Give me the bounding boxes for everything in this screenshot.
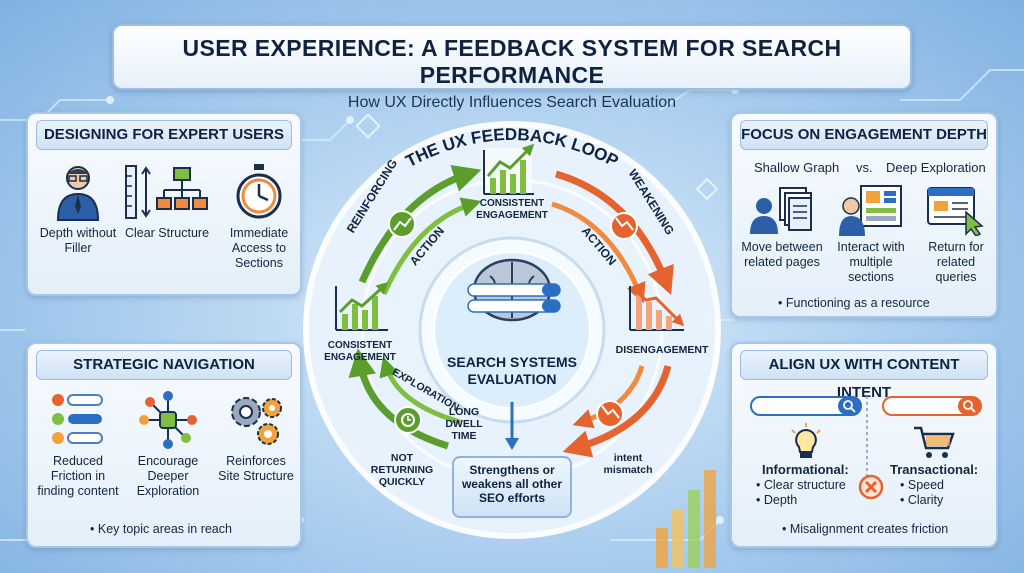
item-interact-sections: Interact with multiple sections <box>828 184 914 285</box>
dwell-label: LONG DWELL TIME <box>445 406 483 442</box>
search-bar-informational <box>750 396 862 416</box>
item-depth: Depth without Filler <box>36 162 120 256</box>
center-evaluation-label: SEARCH SYSTEMS EVALUATION <box>447 354 577 387</box>
item-deeper-exploration: Encourage Deeper Exploration <box>124 390 212 499</box>
feedback-loop-diagram: THE UX FEEDBACK LOOP <box>303 121 721 539</box>
item-return-queries: Return for related queries <box>916 184 996 285</box>
page-title: USER EXPERIENCE: A FEEDBACK SYSTEM FOR S… <box>182 35 842 88</box>
seo-callout: Strengthens or weakens all other SEO eff… <box>452 456 572 518</box>
informational-point: • Clear structure <box>756 478 846 492</box>
transactional-point: • Clarity <box>900 493 944 507</box>
not-returning-label: NOT RETURNING QUICKLY <box>370 452 434 488</box>
item-immediate-access: Immediate Access to Sections <box>220 162 298 271</box>
title-banner: USER EXPERIENCE: A FEEDBACK SYSTEM FOR S… <box>112 24 912 111</box>
top-node-label: CONSISTENT ENGAGEMENT <box>476 198 548 221</box>
panel-heading: FOCUS ON ENGAGEMENT DEPTH <box>740 120 988 150</box>
intent-bullet: • Misalignment creates friction <box>782 522 949 536</box>
network-hub-icon <box>139 391 197 449</box>
cart-icon <box>914 426 955 458</box>
page-subtitle: How UX Directly Influences Search Evalua… <box>347 94 677 111</box>
panel-expert-users: DESIGNING FOR EXPERT USERS Depth without… <box>26 112 302 296</box>
informational-title: Informational: <box>762 462 849 477</box>
stopwatch-icon <box>236 164 282 219</box>
navigation-bullet: • Key topic areas in reach <box>90 522 232 536</box>
expert-user-icon <box>56 166 100 221</box>
browser-cursor-icon <box>927 187 984 236</box>
divider-line <box>866 396 868 496</box>
panel-content-intent: ALIGN UX WITH CONTENT INTENT Information… <box>730 342 998 548</box>
user-pages-icon <box>750 187 812 234</box>
gears-icon <box>231 397 282 445</box>
shallow-graph-label: Shallow Graph <box>754 160 840 175</box>
item-site-structure: Reinforces Site Structure <box>214 390 298 484</box>
mismatch-x-icon <box>858 474 884 500</box>
right-node-label: DISENGAGEMENT <box>615 344 709 356</box>
intent-mismatch-label: intent mismatch <box>603 452 653 476</box>
informational-point: • Depth <box>756 493 798 507</box>
search-bar-transactional <box>882 396 982 416</box>
engagement-bullet: • Functioning as a resource <box>778 296 930 310</box>
item-move-between: Move between related pages <box>736 184 828 270</box>
lightbulb-icon <box>791 423 821 458</box>
panel-heading: ALIGN UX WITH CONTENT INTENT <box>740 350 988 401</box>
transactional-title: Transactional: <box>890 462 979 477</box>
panel-engagement-depth: FOCUS ON ENGAGEMENT DEPTH Shallow Graph … <box>730 112 998 318</box>
transactional-point: • Speed <box>900 478 945 492</box>
panel-strategic-navigation: STRATEGIC NAVIGATION Reduced Friction in… <box>26 342 302 548</box>
deep-exploration-label: Deep Exploration <box>886 160 986 175</box>
item-clear-structure: Clear Structure <box>124 162 210 241</box>
left-node-label: CONSISTENT ENGAGEMENT <box>324 340 396 363</box>
list-menu-icon <box>52 394 103 444</box>
item-reduced-friction: Reduced Friction in finding content <box>32 390 124 499</box>
structure-icon <box>125 165 208 219</box>
panel-heading: STRATEGIC NAVIGATION <box>36 350 292 380</box>
user-dashboard-icon <box>839 185 902 236</box>
panel-heading: DESIGNING FOR EXPERT USERS <box>36 120 292 150</box>
versus-label: vs. <box>856 160 873 175</box>
